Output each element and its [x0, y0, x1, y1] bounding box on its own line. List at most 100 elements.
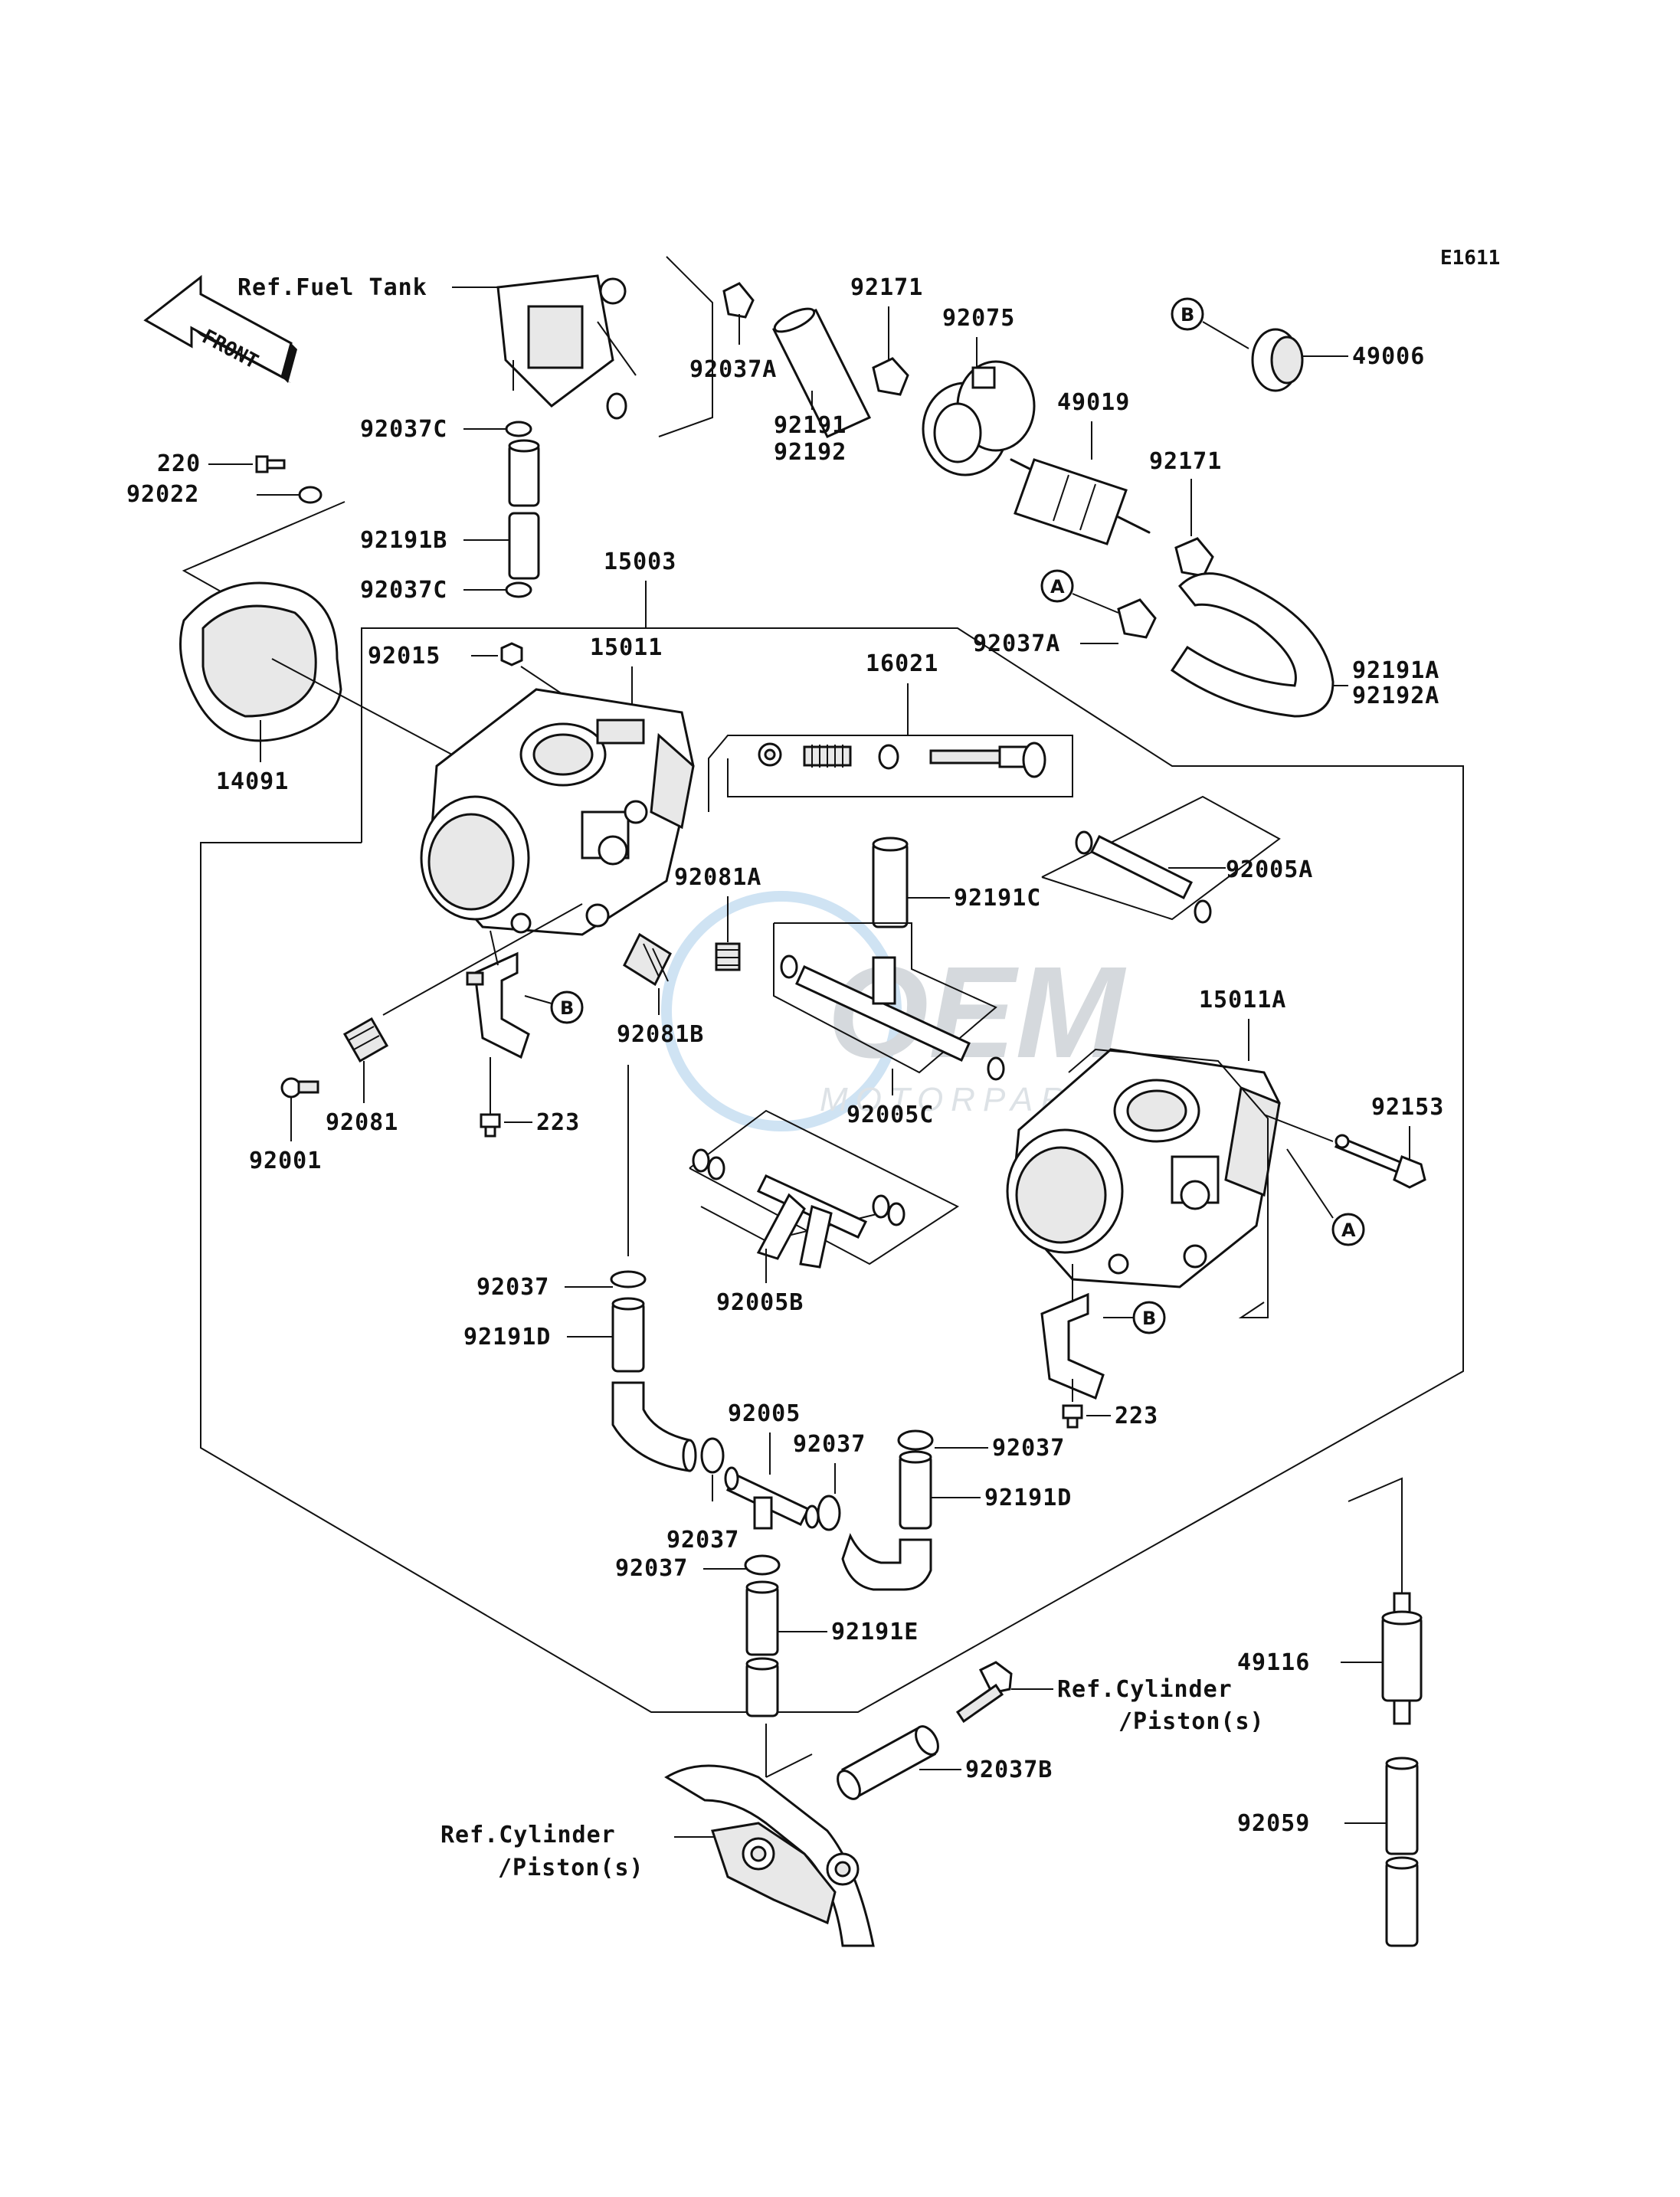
hose-clip-icon [744, 1554, 781, 1576]
part-14091: 14091 [216, 768, 289, 795]
hose-icon [1385, 1757, 1419, 1947]
fuel-hose-icon [508, 443, 540, 507]
nut-icon [500, 642, 523, 666]
part-92075: 92075 [942, 305, 1015, 332]
hose-icon [899, 1450, 932, 1530]
part-92191B: 92191B [360, 527, 447, 554]
ref-marker-b-icon [550, 990, 584, 1024]
fuel-t-joint-icon [724, 1466, 820, 1530]
part-92037C-low: 92037C [360, 577, 447, 604]
front-arrow-icon: FRONT [143, 274, 297, 383]
bracket-icon [466, 951, 530, 1059]
pilot-screw-set-icon [758, 742, 1046, 778]
part-92171-top: 92171 [850, 274, 923, 301]
carburetor-left-icon [420, 688, 695, 936]
part-92037A-top: 92037A [689, 356, 777, 383]
ref-marker-a: A [1050, 576, 1065, 598]
ref-marker-a-icon [1040, 569, 1074, 603]
part-15011: 15011 [590, 634, 663, 661]
part-92191C: 92191C [954, 885, 1041, 912]
spring-icon [623, 932, 672, 987]
hose-bent-icon [841, 1533, 932, 1591]
fuel-valve-icon [1381, 1592, 1423, 1725]
fuel-t-joint-icon [780, 954, 1005, 1081]
part-92001: 92001 [249, 1148, 322, 1174]
hose-icon [611, 1297, 645, 1373]
fuel-hose-bent-icon [1170, 572, 1335, 718]
bracket-icon [1040, 1292, 1105, 1400]
part-49019: 49019 [1057, 389, 1130, 416]
hose-clip-icon [817, 1495, 841, 1531]
part-92192-top: 92192 [774, 439, 847, 466]
hose-bent-icon [611, 1381, 697, 1472]
hose-clamp-icon [722, 282, 755, 319]
part-92191D-right: 92191D [984, 1485, 1072, 1511]
part-223-left: 223 [536, 1109, 580, 1136]
ref-marker-b-icon [1171, 297, 1204, 331]
ref-fuel-tank-label: Ref.Fuel Tank [237, 274, 427, 301]
ref-marker-b-icon [1132, 1301, 1166, 1334]
ref-cylinder-left-1: Ref.Cylinder [440, 1822, 616, 1848]
part-92037-b: 92037 [666, 1527, 739, 1554]
fuel-hose-icon [771, 307, 872, 438]
part-92081B: 92081B [617, 1021, 704, 1048]
hose-clip-icon [610, 1270, 647, 1288]
part-92191-top: 92191 [774, 412, 847, 439]
part-15003: 15003 [604, 548, 676, 575]
part-223-right: 223 [1115, 1403, 1158, 1429]
part-92059: 92059 [1237, 1810, 1310, 1837]
part-92191E: 92191E [831, 1619, 919, 1645]
hose-clip-icon [505, 581, 532, 598]
fuel-joint-icon [1075, 830, 1212, 924]
bolt-icon [1334, 1134, 1426, 1189]
part-92005A: 92005A [1226, 856, 1313, 883]
spring-icon [715, 942, 741, 971]
part-49006: 49006 [1352, 343, 1425, 370]
fuel-y-joint-icon [692, 1148, 905, 1269]
screw-icon [480, 1113, 501, 1138]
ref-marker-a-2: A [1341, 1220, 1356, 1241]
ref-marker-b-2: B [560, 997, 574, 1019]
part-92171-mid: 92171 [1149, 448, 1222, 475]
hose-icon [745, 1580, 779, 1656]
spring-icon [342, 1017, 389, 1063]
ref-cylinder-left-2: /Piston(s) [498, 1855, 644, 1881]
bolt-icon [955, 1661, 1013, 1724]
part-92037B: 92037B [965, 1757, 1053, 1783]
ref-marker-b-3: B [1142, 1308, 1156, 1329]
diagram-code: E1611 [1440, 247, 1500, 270]
hose-icon [745, 1657, 779, 1717]
hose-clamp-icon [872, 357, 909, 396]
part-92037-e: 92037 [615, 1555, 688, 1582]
screw-icon [255, 455, 286, 473]
hose-clip-icon [700, 1437, 725, 1474]
fuel-tap-icon [496, 274, 637, 420]
part-92037A-mid: 92037A [973, 630, 1060, 657]
ref-cylinder-right-1: Ref.Cylinder [1057, 1676, 1233, 1703]
part-92015: 92015 [368, 643, 440, 670]
cylinder-head-fragment-icon [664, 1764, 875, 1947]
part-92081: 92081 [326, 1109, 398, 1136]
ref-cylinder-right-2: /Piston(s) [1118, 1708, 1265, 1735]
part-49116: 49116 [1237, 1649, 1310, 1676]
fuel-hose-icon [508, 512, 540, 580]
washer-icon [298, 486, 323, 504]
fuel-filter-icon [1010, 458, 1151, 545]
hose-clamp-icon [1174, 537, 1214, 578]
rubber-damper-icon [1251, 328, 1304, 392]
part-92153: 92153 [1371, 1094, 1444, 1121]
ref-marker-a-icon [1331, 1213, 1365, 1246]
part-92005: 92005 [728, 1400, 801, 1427]
part-92022: 92022 [126, 481, 199, 508]
carburetor-cover-icon [179, 581, 342, 742]
part-92005B: 92005B [716, 1289, 804, 1316]
part-16021: 16021 [866, 650, 938, 677]
ref-marker-b: B [1181, 304, 1194, 326]
hose-icon [872, 837, 909, 928]
part-92037-a: 92037 [476, 1274, 549, 1301]
screw-icon [1062, 1404, 1083, 1429]
part-92191A: 92191A [1352, 657, 1439, 684]
part-92037-c: 92037 [793, 1431, 866, 1458]
hose-clip-icon [897, 1429, 934, 1451]
